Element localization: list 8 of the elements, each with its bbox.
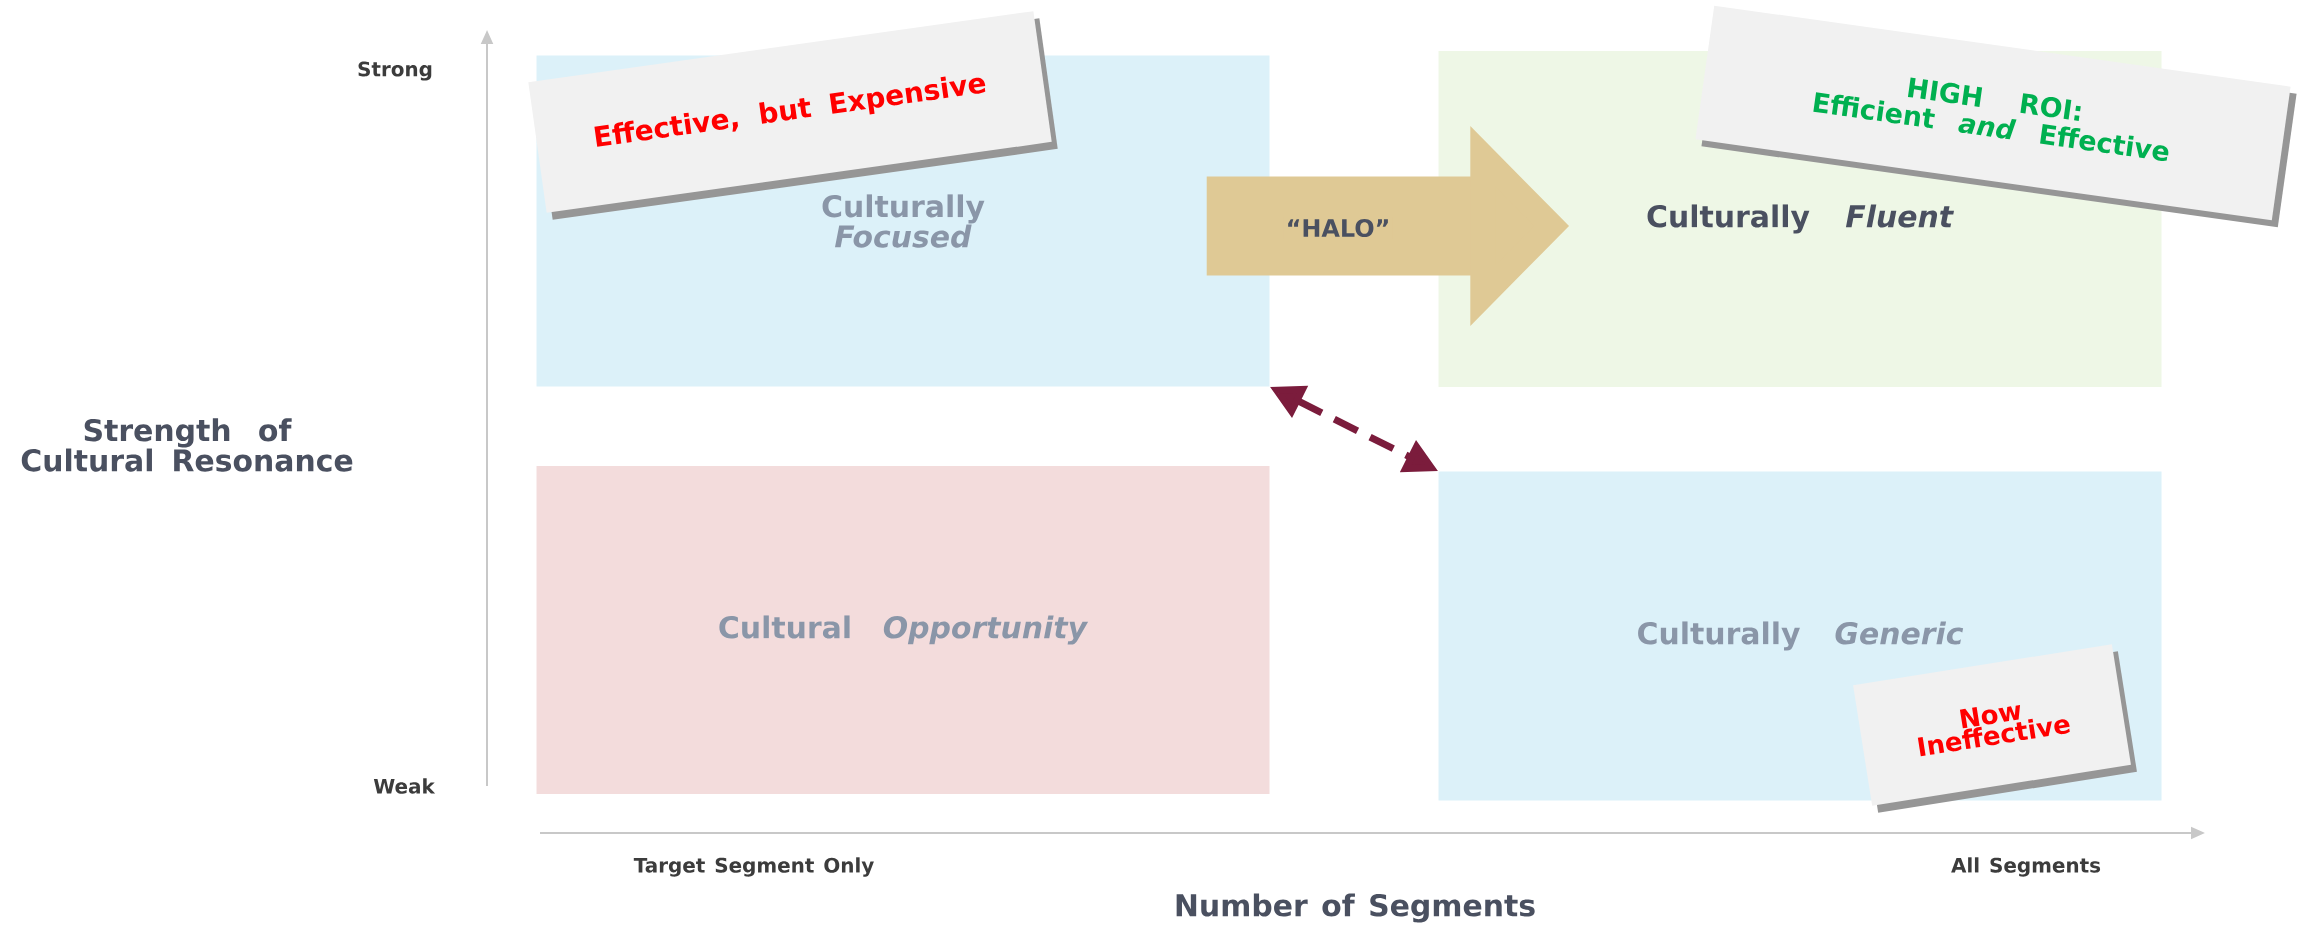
quadrant-box: Cultural Opportunity: [536, 466, 1270, 794]
axis-title: Strength of Cultural Resonance: [21, 418, 353, 472]
sticky-note: Now Ineffective: [1853, 644, 2137, 813]
axis-tick-label: Strong: [358, 61, 432, 81]
axis-tick-label: All Segments: [1951, 857, 2101, 877]
axis-tick-label: Weak: [373, 778, 436, 794]
axis-title: Number of Segments: [1176, 893, 1535, 923]
axis-tick-label: Target Segment Only: [633, 857, 874, 877]
